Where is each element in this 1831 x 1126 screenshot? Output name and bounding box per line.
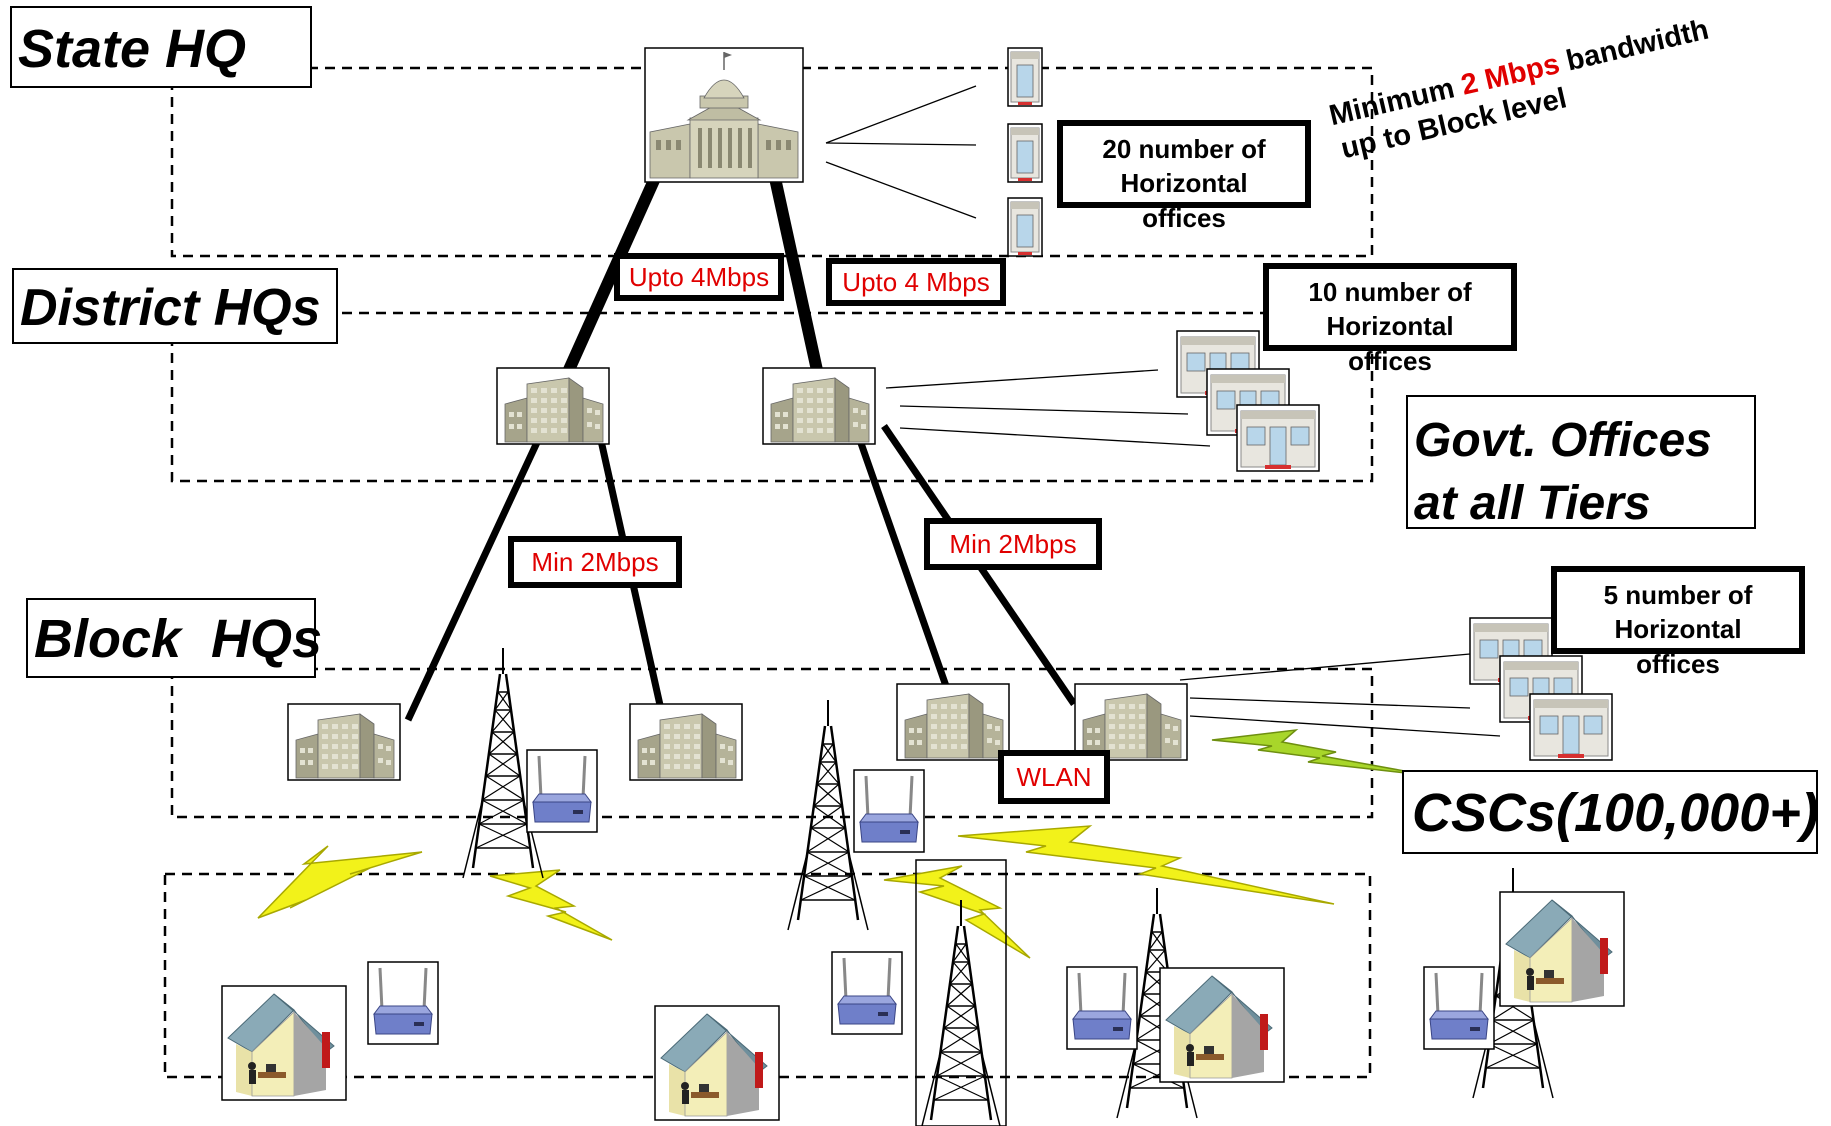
block-hq-building-icon <box>1074 683 1188 761</box>
govt-offices-label: Govt. Offices at all Tiers <box>1406 395 1756 530</box>
count-line: Horizontal <box>1326 311 1454 342</box>
count-line: 5 number of <box>1603 580 1753 610</box>
govt-offices-line2: at all Tiers <box>1414 477 1651 531</box>
govt-offices-line1: Govt. Offices <box>1414 414 1712 467</box>
state-hq-text: State HQ <box>18 19 247 79</box>
bandwidth-label-state-right: Upto 4 Mbps <box>826 258 1006 306</box>
state-office-icon <box>1007 123 1043 183</box>
wlan-label: WLAN <box>998 750 1110 804</box>
cscs-text: CSCs(100,000+) <box>1412 783 1819 843</box>
cscs-label: CSCs(100,000+) <box>1402 770 1819 854</box>
district-tier-region <box>170 311 1374 483</box>
state-office-icon <box>1007 197 1043 257</box>
district-hq-building-icon <box>496 367 610 445</box>
state-capitol-icon <box>644 47 804 183</box>
district-horizontal-offices-box: 10 number of Horizontal offices <box>1263 263 1517 376</box>
block-tier-region <box>170 667 1374 819</box>
horizontal-office-links <box>825 85 1501 737</box>
block-hqs-text: Block HQs <box>34 609 323 669</box>
wireless-links <box>257 728 1433 959</box>
bandwidth-label-district-left: Min 2Mbps <box>508 536 682 588</box>
count-line: offices <box>1142 202 1226 233</box>
count-line: offices <box>1636 648 1720 679</box>
router-icon <box>1065 965 1139 1051</box>
csc-kiosk-icon <box>654 1005 780 1121</box>
router-icon <box>366 960 440 1046</box>
bandwidth-label-state-left: Upto 4Mbps <box>614 253 784 301</box>
csc-kiosk-icon <box>221 985 347 1101</box>
router-icon <box>1422 965 1496 1051</box>
district-hqs-text: District HQs <box>20 279 321 337</box>
router-icon <box>830 950 904 1036</box>
district-hq-building-icon <box>762 367 876 445</box>
block-hq-building-icon <box>287 703 401 781</box>
block-horizontal-offices-box: 5 number of Horizontal offices <box>1551 566 1805 679</box>
csc-kiosk-icon <box>1499 891 1625 1007</box>
count-line: Horizontal <box>1120 168 1248 199</box>
count-line: 20 number of <box>1102 134 1266 164</box>
router-icon <box>525 748 599 834</box>
bandwidth-text: Upto 4 Mbps <box>842 267 990 297</box>
bandwidth-text: Upto 4Mbps <box>628 262 770 292</box>
count-line: 10 number of <box>1308 277 1472 307</box>
bandwidth-text: Min 2Mbps <box>949 529 1077 559</box>
bandwidth-text: Min 2Mbps <box>531 547 659 577</box>
backbone-links <box>404 175 1077 722</box>
wlan-text: WLAN <box>1016 762 1092 792</box>
block-hq-building-icon <box>896 683 1010 761</box>
district-hqs-label: District HQs <box>12 268 338 344</box>
router-icon <box>852 768 926 854</box>
tower-frame <box>915 859 1007 1126</box>
block-office-icon <box>1529 693 1613 761</box>
count-line: offices <box>1348 345 1432 376</box>
state-horizontal-offices-box: 20 number of Horizontal offices <box>1057 120 1311 233</box>
bandwidth-label-district-right: Min 2Mbps <box>924 518 1102 570</box>
block-hq-building-icon <box>629 703 743 781</box>
block-hqs-label: Block HQs <box>26 598 322 678</box>
csc-kiosk-icon <box>1159 967 1285 1083</box>
count-line: Horizontal <box>1614 614 1742 645</box>
district-office-icon <box>1236 404 1320 472</box>
state-office-icon <box>1007 47 1043 107</box>
state-hq-label: State HQ <box>10 6 312 88</box>
